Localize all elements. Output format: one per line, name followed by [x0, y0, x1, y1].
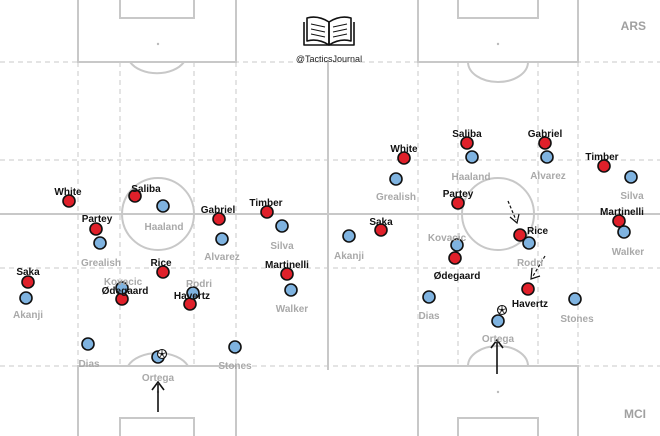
arrow-ortega-left — [151, 380, 165, 412]
player-label-right-mci-haaland: Haaland — [452, 172, 491, 183]
player-marker-left-ars-white — [62, 194, 76, 208]
player-marker-right-ars-martinelli — [612, 214, 626, 228]
player-marker-left-ars-partey — [89, 222, 103, 236]
movement-arrows — [151, 200, 546, 412]
player-marker-right-ars-saka — [374, 223, 388, 237]
left-soccer-ball-icon — [156, 348, 168, 360]
player-marker-left-mci-walker — [284, 283, 298, 297]
player-marker-right-mci-dias — [422, 290, 436, 304]
player-marker-left-ars-gabriel — [212, 212, 226, 226]
player-label-left-mci-stones: Stones — [218, 361, 252, 372]
player-label-right-mci-dias: Dias — [418, 311, 440, 322]
player-label-right-ars-martinelli: Martinelli — [600, 207, 644, 218]
player-label-left-ars-rice: Rice — [150, 258, 172, 269]
player-marker-right-ars-havertz — [521, 282, 535, 296]
player-label-left-mci-silva: Silva — [270, 241, 294, 252]
team-tag-ars: ARS — [621, 19, 646, 33]
player-label-right-mci-stones: Stones — [560, 314, 594, 325]
pitch-spots — [156, 42, 500, 394]
player-label-left-ars-martinelli: Martinelli — [265, 260, 309, 271]
player-label-right-ars-gabriel: Gabriel — [528, 129, 563, 140]
player-label-left-ars-saliba: Saliba — [131, 184, 161, 195]
player-label-right-mci-akanji: Akanji — [334, 251, 364, 262]
player-marker-right-mci-kovacic — [450, 238, 464, 252]
player-label-left-mci-ortega: Ortega — [142, 373, 175, 384]
player-label-right-ars-havertz: Havertz — [512, 299, 548, 310]
player-label-right-ars-odegaard: Ødegaard — [434, 271, 481, 282]
player-marker-right-mci-grealish — [389, 172, 403, 186]
player-label-right-ars-saliba: Saliba — [452, 129, 482, 140]
player-label-left-mci-walker: Walker — [276, 304, 309, 315]
player-marker-left-mci-grealish — [93, 236, 107, 250]
player-marker-left-mci-rodri — [186, 286, 200, 300]
player-label-right-mci-grealish: Grealish — [376, 192, 416, 203]
arrow-ortega-right — [490, 338, 504, 374]
player-label-right-mci-alvarez: Alvarez — [530, 171, 566, 182]
player-marker-right-mci-haaland — [465, 150, 479, 164]
player-label-left-mci-rodri: Rodri — [186, 279, 212, 290]
player-marker-right-mci-silva — [624, 170, 638, 184]
player-label-left-ars-havertz: Havertz — [174, 291, 210, 302]
arrow-rice-press — [507, 200, 520, 225]
player-marker-right-ars-saliba — [460, 136, 474, 150]
player-label-left-ars-saka: Saka — [16, 267, 40, 278]
player-label-left-ars-timber: Timber — [249, 198, 282, 209]
player-label-right-ars-rice: Rice — [527, 226, 549, 237]
player-label-right-ars-saka: Saka — [369, 217, 393, 228]
player-marker-right-ars-gabriel — [538, 136, 552, 150]
player-marker-right-mci-stones — [568, 292, 582, 306]
player-marker-right-mci-alvarez — [540, 150, 554, 164]
player-marker-left-mci-alvarez — [215, 232, 229, 246]
player-label-left-mci-dias: Dias — [78, 359, 100, 370]
player-label-left-mci-haaland: Haaland — [145, 222, 184, 233]
player-marker-right-ars-odegaard — [448, 251, 462, 265]
player-label-right-mci-silva: Silva — [620, 191, 644, 202]
player-marker-right-mci-walker — [617, 225, 631, 239]
player-label-left-mci-kovacic: Kovacic — [104, 277, 143, 288]
player-marker-left-ars-timber — [260, 205, 274, 219]
player-marker-left-ars-saka — [21, 275, 35, 289]
player-marker-left-mci-akanji — [19, 291, 33, 305]
player-marker-left-mci-dias — [81, 337, 95, 351]
players-layer — [19, 136, 638, 364]
player-label-left-ars-partey: Partey — [82, 214, 113, 225]
player-marker-right-ars-white — [397, 151, 411, 165]
player-label-right-mci-rodri: Rodri — [517, 258, 543, 269]
player-marker-right-ars-timber — [597, 159, 611, 173]
open-book-icon — [303, 16, 355, 46]
player-label-left-ars-white: White — [54, 187, 82, 198]
balls-layer — [156, 304, 508, 360]
player-marker-right-ars-partey — [451, 196, 465, 210]
player-label-right-ars-partey: Partey — [443, 189, 474, 200]
player-label-left-mci-alvarez: Alvarez — [204, 252, 240, 263]
player-label-right-mci-kovacic: Kovacic — [428, 233, 467, 244]
player-marker-right-mci-ortega — [491, 314, 505, 328]
player-marker-left-ars-rice — [156, 265, 170, 279]
player-label-right-ars-white: White — [390, 144, 418, 155]
player-label-left-mci-grealish: Grealish — [81, 258, 121, 269]
player-marker-left-mci-stones — [228, 340, 242, 354]
player-marker-right-ars-rice — [513, 228, 527, 242]
player-label-right-mci-ortega: Ortega — [482, 334, 515, 345]
player-marker-left-mci-haaland — [156, 199, 170, 213]
team-tag-mci: MCI — [624, 407, 646, 421]
arrow-havertz-press — [530, 255, 546, 280]
brand-handle: @TacticsJournal — [296, 54, 362, 64]
player-label-left-ars-odegaard: Ødegaard — [102, 286, 149, 297]
player-marker-left-ars-martinelli — [280, 267, 294, 281]
player-marker-left-mci-silva — [275, 219, 289, 233]
player-label-left-mci-akanji: Akanji — [13, 310, 43, 321]
player-label-left-ars-gabriel: Gabriel — [201, 205, 236, 216]
player-marker-right-mci-rodri — [522, 236, 536, 250]
right-soccer-ball-icon — [496, 304, 508, 316]
player-marker-left-ars-saliba — [128, 189, 142, 203]
player-marker-right-mci-akanji — [342, 229, 356, 243]
player-label-right-ars-timber: Timber — [585, 152, 618, 163]
player-marker-left-mci-kovacic — [115, 281, 129, 295]
player-label-right-mci-walker: Walker — [612, 247, 645, 258]
